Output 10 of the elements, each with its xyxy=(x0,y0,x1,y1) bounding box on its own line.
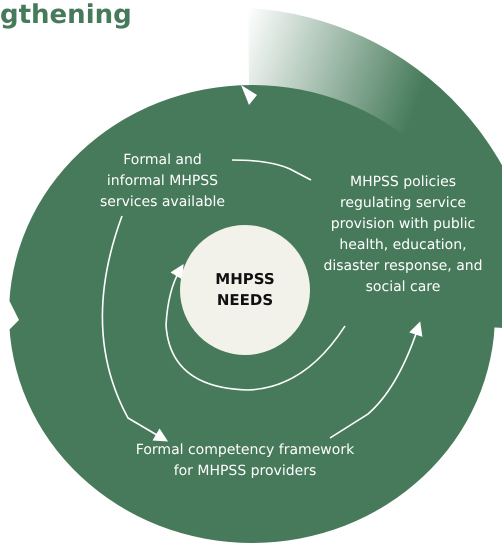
arrow xyxy=(165,264,346,391)
title: gthening xyxy=(0,0,132,30)
arrow xyxy=(102,216,168,442)
center-label: MHPSS NEEDS xyxy=(214,269,276,311)
arrow xyxy=(330,321,422,439)
ring-disc xyxy=(9,85,495,543)
connector-line xyxy=(232,159,312,181)
text-label: MHPSS policies regulating service provision with public health, education, disaster response, and social care xyxy=(323,172,483,319)
text-label: Formal and informal MHPSS services available xyxy=(95,150,230,213)
text-label: Formal competency framework for MHPSS providers xyxy=(125,440,365,484)
